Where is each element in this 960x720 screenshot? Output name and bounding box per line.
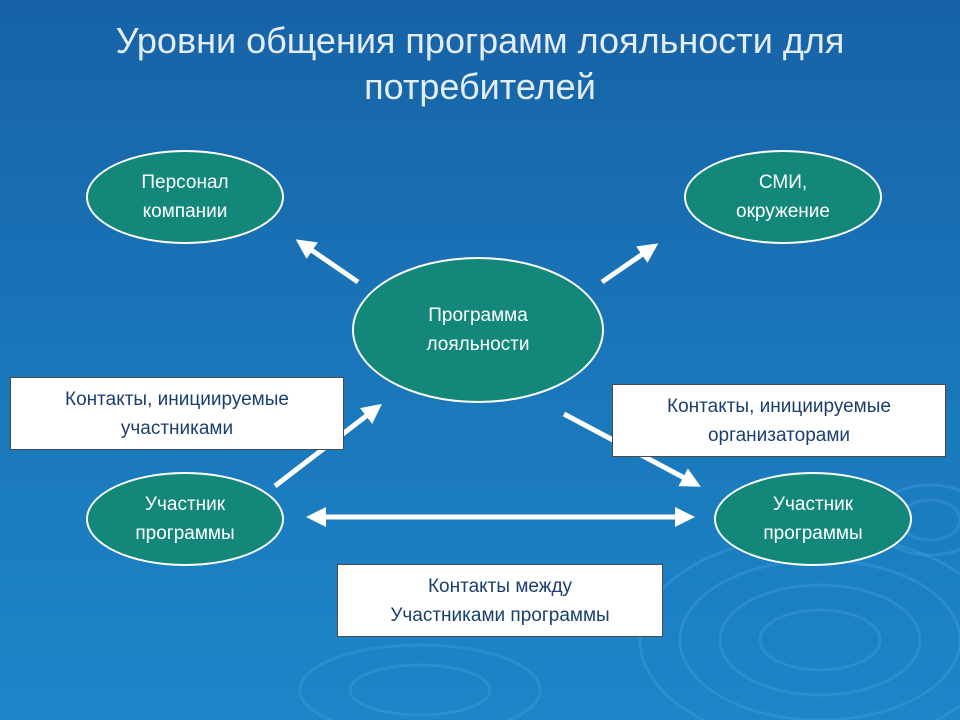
media-label: СМИ, окружение (736, 172, 830, 222)
participant-right-label: Участник программы (763, 494, 863, 544)
slide-title: Уровни общения программ лояльности для п… (40, 18, 920, 110)
personnel-label: Персонал компании (141, 172, 229, 222)
arrow-to-personnel (295, 239, 360, 285)
media-node: СМИ, окружение (684, 150, 882, 244)
program-label: Программа лояльности (426, 305, 530, 355)
personnel-node: Персонал компании (86, 150, 284, 244)
contacts-between-participants-box: Контакты между Участниками программы (337, 564, 663, 637)
participant-left-label: Участник программы (135, 494, 235, 544)
arrow-to-media (600, 243, 659, 285)
contacts-by-organizers-label: Контакты, инициируемые организаторами (667, 395, 891, 446)
contacts-by-participants-label: Контакты, инициируемые участниками (65, 388, 289, 439)
contacts-by-organizers-box: Контакты, инициируемые организаторами (612, 384, 946, 457)
contacts-by-participants-box: Контакты, инициируемые участниками (10, 377, 344, 450)
slide-title-text: Уровни общения программ лояльности для п… (115, 20, 845, 107)
program-node: Программа лояльности (352, 257, 604, 403)
contacts-between-participants-label: Контакты между Участниками программы (390, 575, 610, 626)
participant-left-node: Участник программы (86, 472, 284, 566)
participant-right-node: Участник программы (714, 472, 912, 566)
